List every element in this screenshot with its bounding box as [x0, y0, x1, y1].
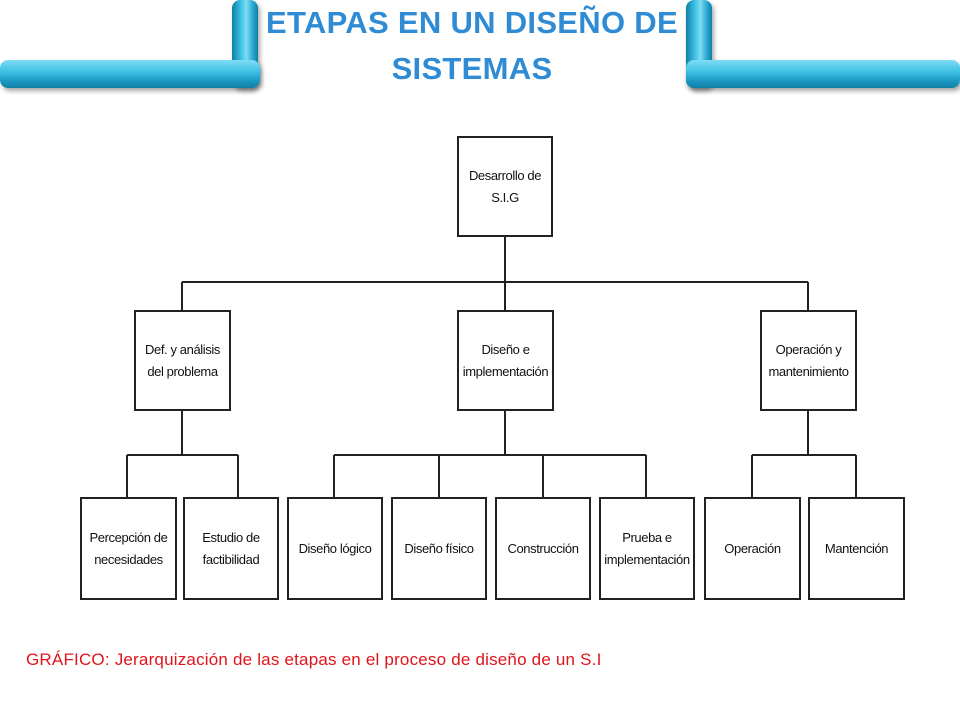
figure-caption: GRÁFICO: Jerarquización de las etapas en… [26, 650, 602, 669]
node-label: Diseño físico [404, 540, 474, 556]
node-root: Desarrollo de S.I.G [457, 136, 553, 237]
node-estudio-factibilidad: Estudio de factibilidad [183, 497, 279, 600]
title-line-2: SISTEMAS [391, 51, 553, 86]
node-label: Construcción [507, 540, 579, 556]
node-label: Operación [724, 540, 781, 556]
node-operacion: Operación [704, 497, 801, 600]
node-mantencion: Mantención [808, 497, 905, 600]
title-frame-right-bar [686, 60, 960, 88]
node-label: Percepción de necesidades [89, 529, 168, 567]
node-root-label: Desarrollo de S.I.G [468, 167, 542, 205]
node-percepcion-necesidades: Percepción de necesidades [80, 497, 177, 600]
node-label: Prueba e implementación [604, 529, 690, 567]
node-operacion-mantenimiento: Operación y mantenimiento [760, 310, 857, 411]
title-line-1: ETAPAS EN UN DISEÑO DE [266, 5, 678, 40]
node-label: Estudio de factibilidad [202, 529, 260, 567]
node-diseno-logico: Diseño lógico [287, 497, 383, 600]
node-def-analisis: Def. y análisis del problema [134, 310, 231, 411]
node-label: Operación y mantenimiento [768, 341, 849, 379]
title-frame-left-bar [0, 60, 260, 88]
node-label: Diseño lógico [298, 540, 372, 556]
node-diseno-fisico: Diseño físico [391, 497, 487, 600]
node-construccion: Construcción [495, 497, 591, 600]
node-label: Mantención [824, 540, 889, 556]
node-label: Diseño e implementación [462, 341, 549, 379]
node-prueba-implementacion: Prueba e implementación [599, 497, 695, 600]
node-diseno-implementacion: Diseño e implementación [457, 310, 554, 411]
page-title: ETAPAS EN UN DISEÑO DE SISTEMAS [262, 0, 682, 92]
node-label: Def. y análisis del problema [145, 341, 220, 379]
